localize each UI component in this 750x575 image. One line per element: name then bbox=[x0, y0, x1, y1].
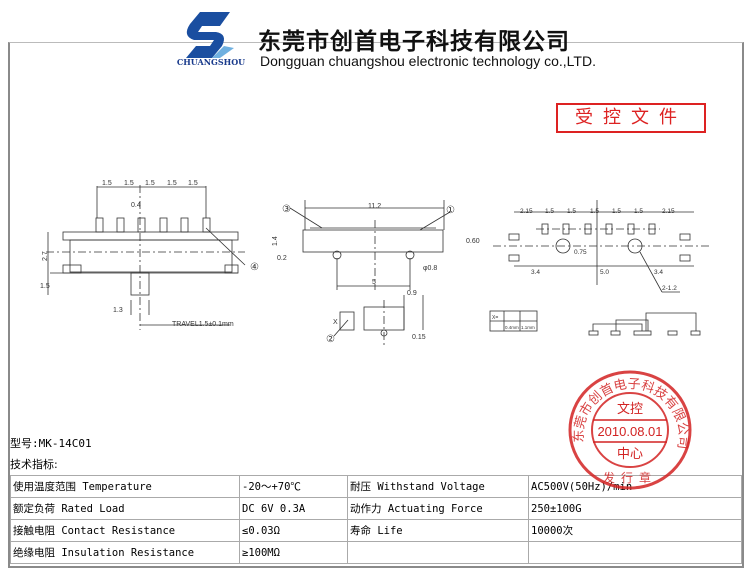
seal-center-text: 中心 bbox=[617, 447, 643, 462]
dim: 0.75 bbox=[574, 249, 587, 256]
dim-height: 1.4 bbox=[272, 236, 279, 246]
spec-value: ≤0.03Ω bbox=[239, 519, 348, 542]
dim: 2.15 bbox=[662, 208, 675, 215]
dim: 5.0 bbox=[600, 269, 609, 276]
table-row: 绝缘电阻 Insulation Resistance ≥100MΩ bbox=[10, 541, 742, 564]
x-table-value: 1.1mm bbox=[521, 325, 535, 330]
dim-height: 1.5 bbox=[40, 283, 50, 290]
dim-pitch: 1.5 bbox=[102, 180, 112, 187]
spec-label: 额定负荷 Rated Load bbox=[10, 497, 240, 520]
dim: 0.9 bbox=[407, 290, 417, 297]
spec-value: 10000次 bbox=[528, 519, 742, 542]
spec-label: 使用温度范围 Temperature bbox=[10, 475, 240, 498]
spec-label bbox=[347, 541, 529, 564]
company-name-cn: 东莞市创首电子科技有限公司 bbox=[258, 28, 570, 55]
dim-width: 5 bbox=[372, 279, 376, 286]
pcb-footprint bbox=[489, 200, 710, 336]
dim-height: 2.7 bbox=[42, 251, 49, 261]
dim-pitch: 1.5 bbox=[124, 180, 134, 187]
spec-value: DC 6V 0.3A bbox=[239, 497, 348, 520]
spec-label: 动作力 Actuating Force bbox=[347, 497, 529, 520]
dim: 1.5 bbox=[634, 208, 643, 215]
front-view bbox=[46, 185, 246, 330]
spec-label: 接触电阻 Contact Resistance bbox=[10, 519, 240, 542]
travel-label: TRAVEL1.5±0.1mm bbox=[172, 321, 234, 328]
spec-label: 寿命 Life bbox=[347, 519, 529, 542]
dim: 0.2 bbox=[277, 255, 287, 262]
spec-label: 耐压 Withstand Voltage bbox=[347, 475, 529, 498]
x-table-label: X= bbox=[492, 315, 498, 321]
callout-2: ② bbox=[326, 334, 335, 345]
table-row: 额定负荷 Rated Load DC 6V 0.3A 动作力 Actuating… bbox=[10, 497, 742, 520]
spec-table: 使用温度范围 Temperature -20～+70℃ 耐压 Withstand… bbox=[10, 475, 742, 564]
spec-value: -20～+70℃ bbox=[239, 475, 348, 498]
dim: 2.15 bbox=[520, 208, 533, 215]
seal-date: 2010.08.01 bbox=[597, 424, 662, 439]
dim-width: 1.3 bbox=[113, 307, 123, 314]
dim: 1.5 bbox=[590, 208, 599, 215]
table-row: 接触电阻 Contact Resistance ≤0.03Ω 寿命 Life 1… bbox=[10, 519, 742, 542]
dim: 3.4 bbox=[531, 269, 540, 276]
dim-pin-width: 0.4 bbox=[131, 202, 141, 209]
dim: 1.5 bbox=[612, 208, 621, 215]
company-seal: 东莞市创首电子科技有限公司 文控 2010.08.01 中心 发行章 bbox=[568, 370, 692, 490]
x-table-value: 0.4mm bbox=[505, 325, 519, 330]
dim-pitch: 1.5 bbox=[188, 180, 198, 187]
dim: 1.5 bbox=[545, 208, 554, 215]
callout-4: ④ bbox=[250, 262, 259, 273]
logo-text: CHUANGSHOU bbox=[176, 57, 246, 67]
spec-value bbox=[528, 541, 742, 564]
dim: 1.5 bbox=[567, 208, 576, 215]
controlled-document-stamp: 受控文件 bbox=[556, 103, 706, 133]
dim-x: X bbox=[333, 319, 338, 326]
spec-title: 技术指标: bbox=[10, 458, 58, 471]
dim-diameter: φ0.8 bbox=[423, 265, 437, 272]
model-number: 型号:MK-14C01 bbox=[10, 437, 92, 450]
side-view bbox=[289, 200, 451, 345]
seal-bottom-text: 发行章 bbox=[603, 470, 657, 485]
dim: 0.60 bbox=[466, 238, 480, 245]
callout-3: ③ bbox=[282, 204, 291, 215]
spec-value: ≥100MΩ bbox=[239, 541, 348, 564]
company-logo bbox=[186, 12, 234, 58]
seal-top-text: 文控 bbox=[617, 402, 643, 417]
dim: 2-1.2 bbox=[662, 285, 677, 292]
spec-value: 250±100G bbox=[528, 497, 742, 520]
dim-width: 11.2 bbox=[368, 203, 381, 210]
dim: 3.4 bbox=[654, 269, 663, 276]
company-name-en: Dongguan chuangshou electronic technolog… bbox=[260, 53, 596, 69]
spec-label: 绝缘电阻 Insulation Resistance bbox=[10, 541, 240, 564]
dim: 0.15 bbox=[412, 334, 426, 341]
dim-pitch: 1.5 bbox=[167, 180, 177, 187]
callout-1: ① bbox=[446, 205, 455, 216]
page-frame bbox=[8, 42, 744, 568]
dim-pitch: 1.5 bbox=[145, 180, 155, 187]
technical-drawings: 1.5 1.5 1.5 1.5 1.5 0.4 2.7 1.5 1.3 TRAV… bbox=[40, 180, 710, 345]
